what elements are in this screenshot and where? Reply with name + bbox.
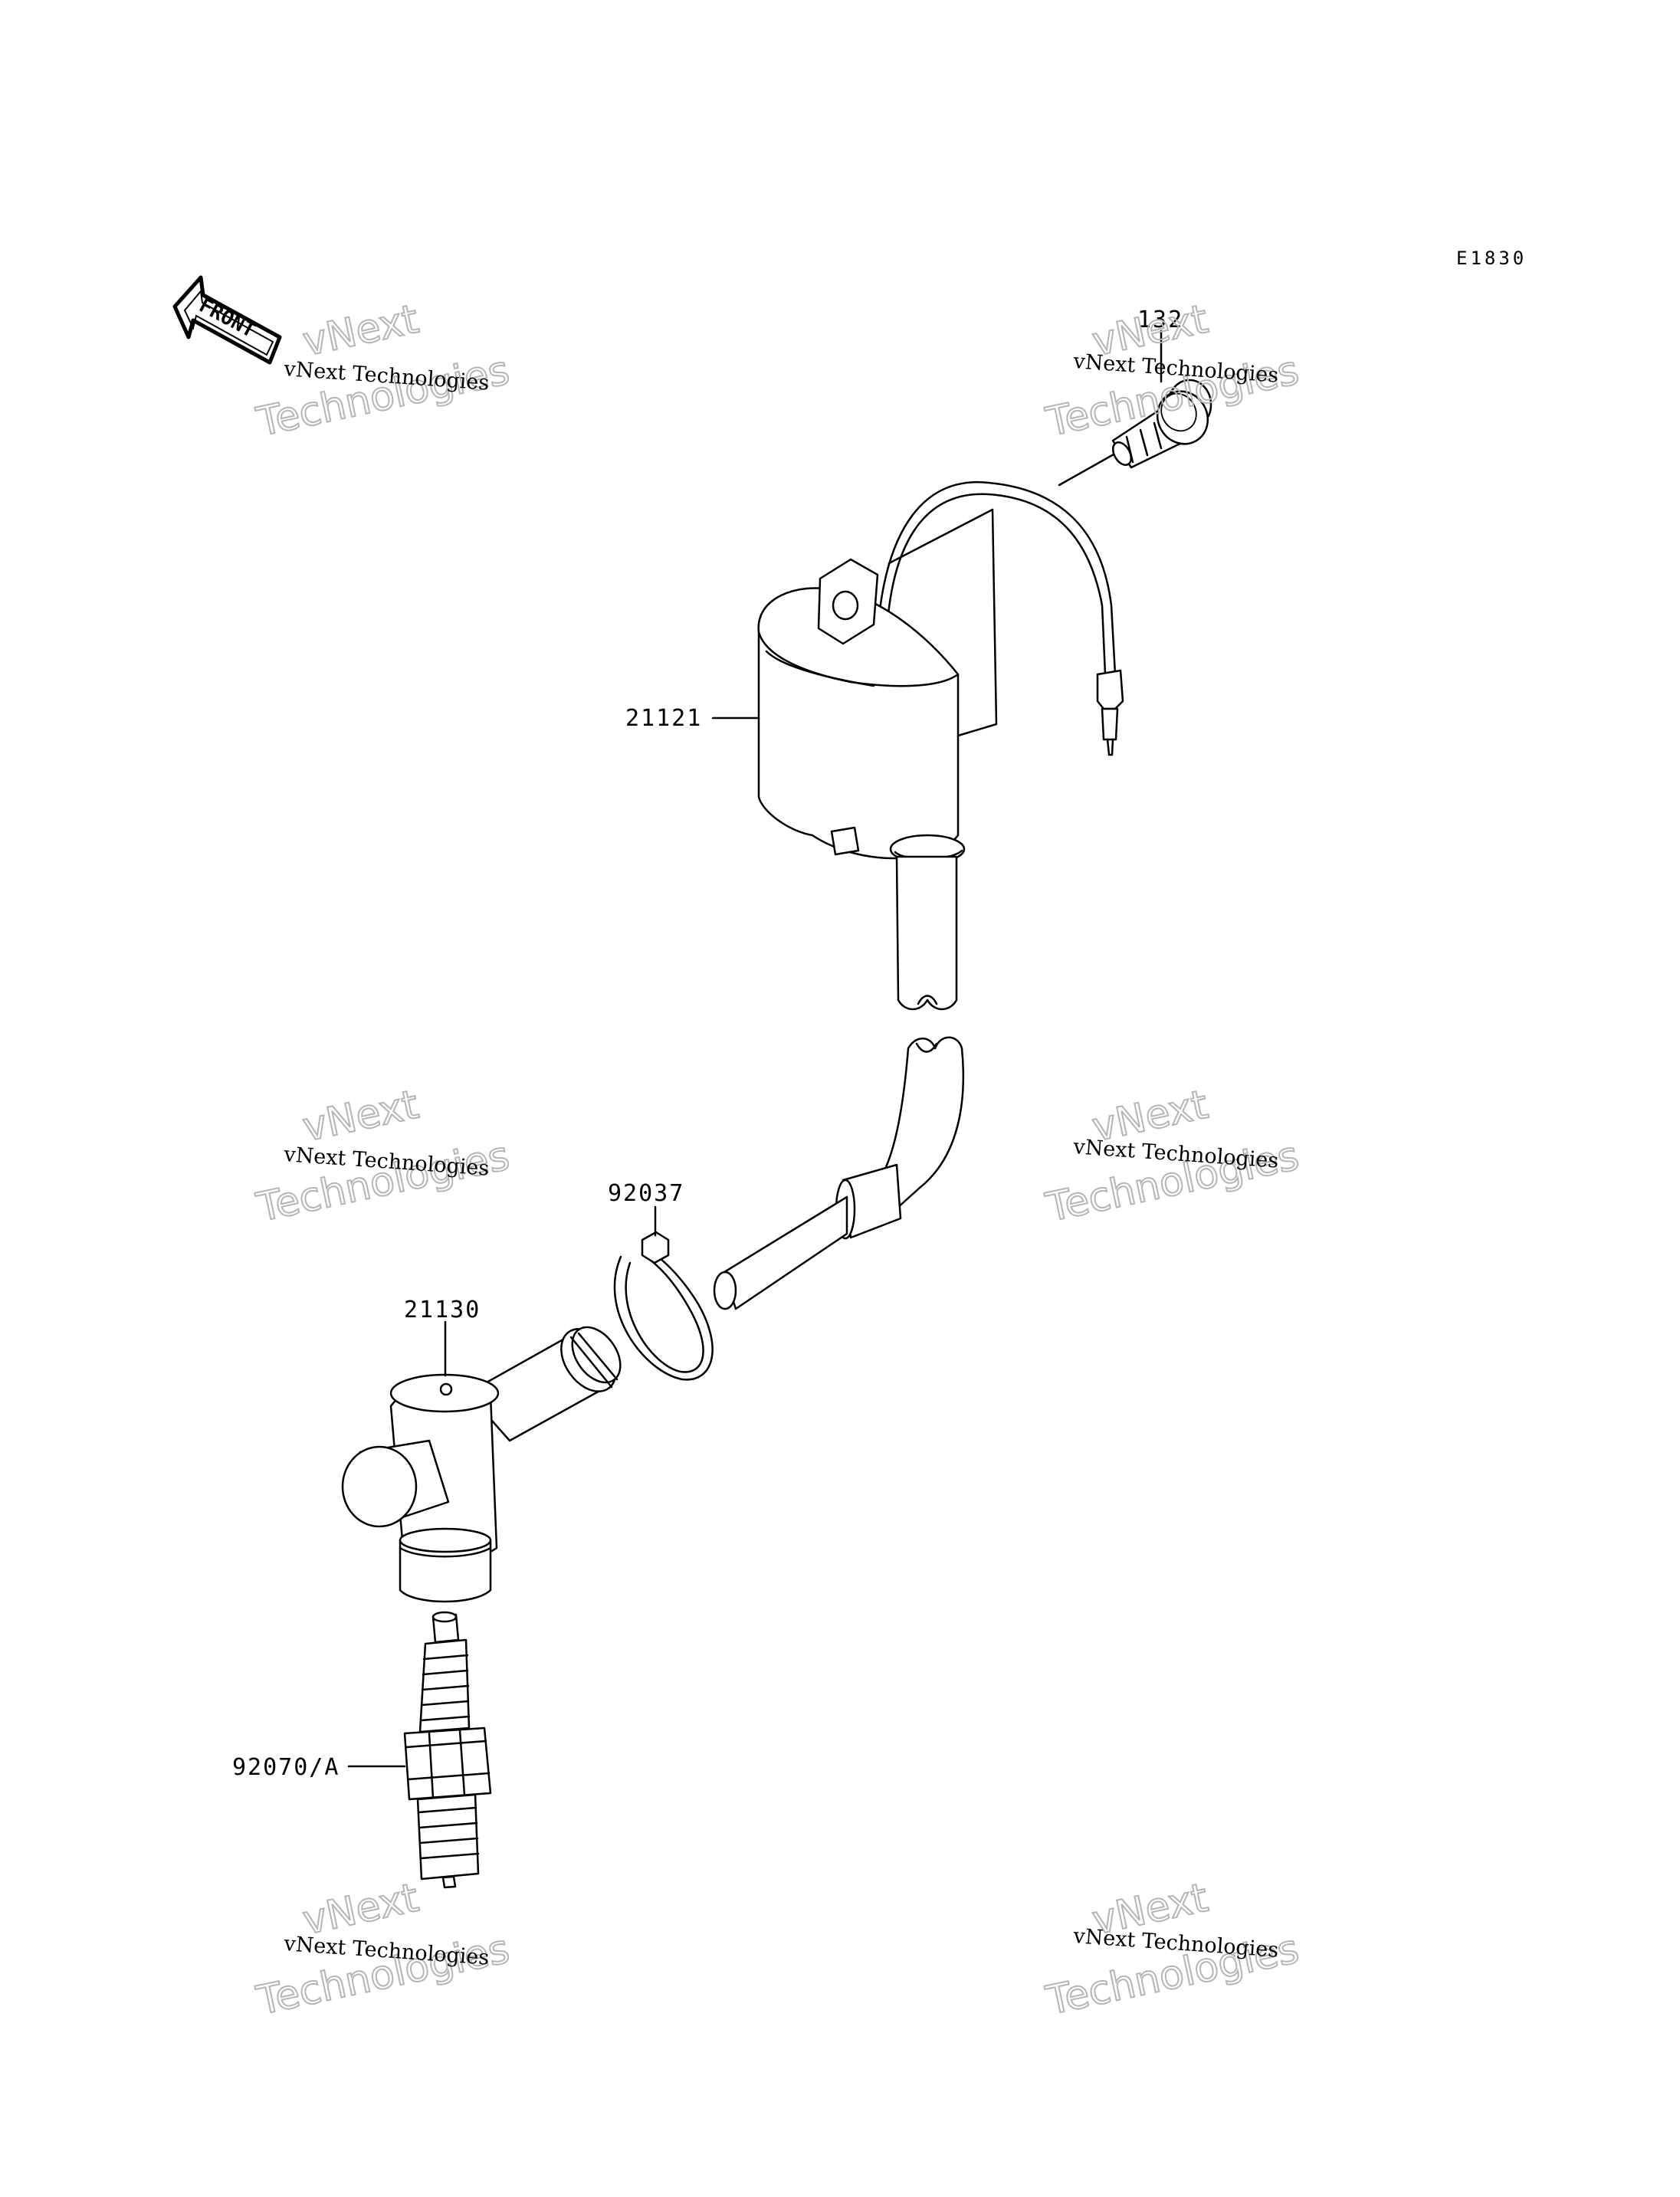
watermark-big-5: vNext [299,1082,422,1151]
band-part [613,1231,714,1381]
callout-92037: 92037 [608,1180,684,1207]
plug-cap-part [341,1326,622,1603]
watermark-big-1: vNext [299,297,422,366]
front-arrow-icon: FRONT [172,275,282,365]
spark-plug-part [403,1611,492,1889]
bolt-leader [1058,453,1115,487]
diagram-code: E1830 [1456,248,1527,269]
bolt-part [1111,379,1212,469]
callout-21121: 21121 [625,705,702,732]
callout-21130: 21130 [404,1297,481,1323]
ignition-coil-part [757,480,1124,860]
high-tension-lead [713,834,966,1310]
callout-132: 132 [1137,307,1183,333]
callout-92070-a: 92070/A [232,1754,340,1781]
